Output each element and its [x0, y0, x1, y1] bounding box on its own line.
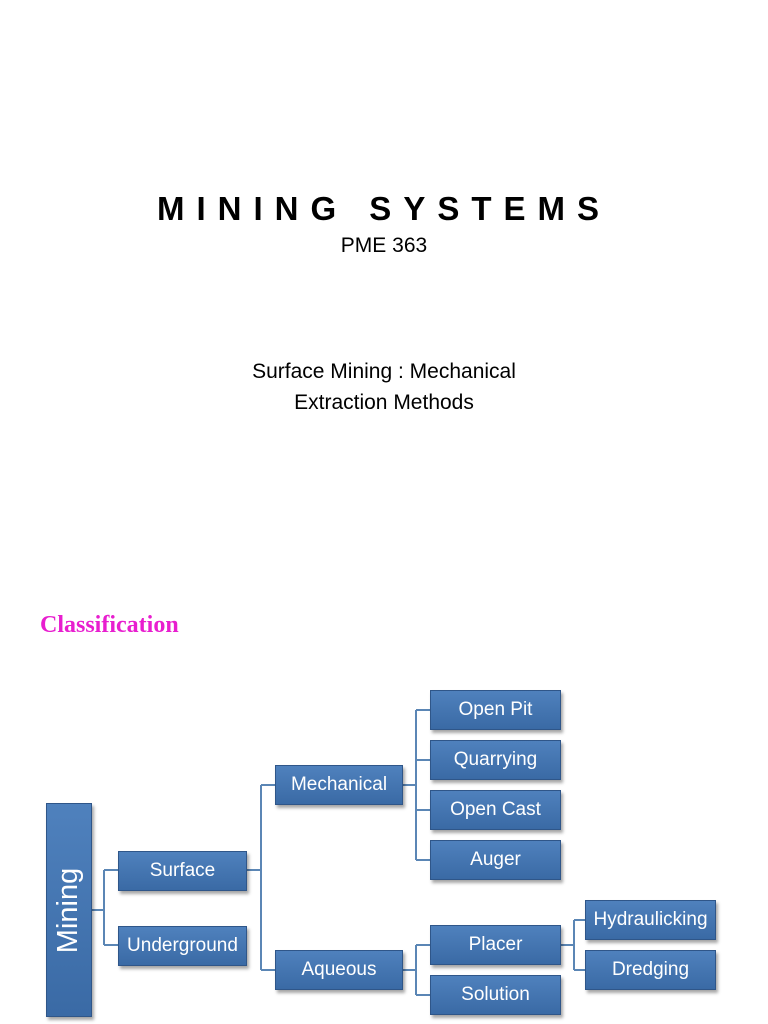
node-quarrying: Quarrying	[430, 740, 561, 780]
connector-surface	[247, 784, 275, 971]
slide-title: MINING SYSTEMS	[156, 190, 612, 227]
node-mining-label: Mining	[52, 867, 85, 953]
node-underground: Underground	[118, 926, 247, 966]
node-placer: Placer	[430, 925, 561, 965]
node-open-cast: Open Cast	[430, 790, 561, 830]
node-open-pit: Open Pit	[430, 690, 561, 730]
node-mining: Mining	[46, 803, 92, 1017]
connector-mechanical	[403, 709, 430, 861]
connector-placer	[561, 919, 585, 971]
classification-heading: Classification	[40, 612, 179, 638]
slide-description: Surface Mining : Mechanical Extraction M…	[0, 356, 768, 418]
node-solution: Solution	[430, 975, 561, 1015]
node-surface: Surface	[118, 851, 247, 891]
connector-mining	[92, 869, 118, 946]
description-line-2: Extraction Methods	[294, 391, 474, 414]
node-auger: Auger	[430, 840, 561, 880]
node-aqueous: Aqueous	[275, 950, 403, 990]
description-line-1: Surface Mining : Mechanical	[252, 360, 516, 383]
node-mechanical: Mechanical	[275, 765, 403, 805]
connector-aqueous	[403, 944, 430, 996]
node-hydraulicking: Hydraulicking	[585, 900, 716, 940]
node-dredging: Dredging	[585, 950, 716, 990]
course-code: PME 363	[340, 234, 428, 257]
